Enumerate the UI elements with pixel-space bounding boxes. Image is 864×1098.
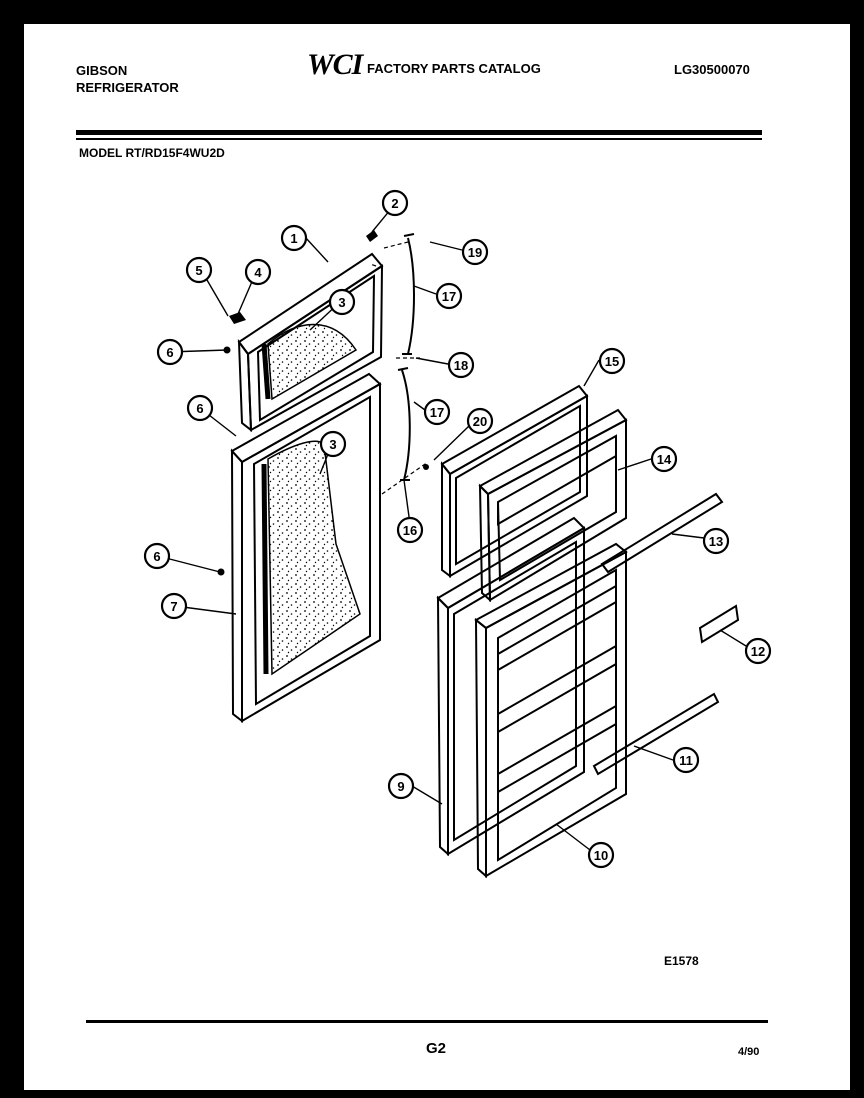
door-handles (397, 233, 415, 481)
brand-name: GIBSON (76, 63, 128, 78)
callout-2: 2 (381, 189, 409, 217)
callout-9: 9 (387, 772, 415, 800)
svg-text:17: 17 (442, 289, 456, 304)
callout-17-top: 17 (435, 282, 463, 310)
freezer-door-gasket-edge (261, 343, 271, 400)
svg-text:19: 19 (468, 245, 482, 260)
product-type: REFRIGERATOR (76, 80, 179, 95)
callout-16: 16 (396, 516, 424, 544)
fresh-food-gasket-and-liner (436, 516, 628, 879)
svg-text:20: 20 (473, 414, 487, 429)
screw-part-6b (217, 568, 225, 576)
header-rule-thick (76, 130, 762, 135)
callout-10: 10 (587, 841, 615, 869)
leader-dashes (369, 241, 429, 495)
freezer-door-insulation (267, 323, 358, 401)
catalog-sheet: GIBSON REFRIGERATOR WCI FACTORY PARTS CA… (24, 24, 850, 1090)
freezer-door-panel (237, 252, 384, 433)
callout-15: 15 (598, 347, 626, 375)
svg-text:16: 16 (403, 523, 417, 538)
fresh-food-gasket-edge (261, 463, 269, 675)
svg-text:6: 6 (196, 401, 203, 416)
svg-text:2: 2 (391, 196, 398, 211)
screw-part-20 (423, 464, 429, 470)
header-rule-thin (76, 138, 762, 140)
svg-text:3: 3 (338, 295, 345, 310)
callout-12: 12 (744, 637, 772, 665)
svg-text:14: 14 (657, 452, 672, 467)
svg-text:3: 3 (329, 437, 336, 452)
hinge-part-4 (229, 312, 246, 324)
svg-text:9: 9 (397, 779, 404, 794)
door-shelf-rails (592, 492, 740, 776)
svg-text:7: 7 (170, 599, 177, 614)
callout-6-bottom: 6 (143, 542, 171, 570)
fresh-food-door-panel (230, 372, 382, 724)
freezer-gasket-and-liner (440, 384, 628, 603)
callout-11: 11 (672, 746, 700, 774)
svg-text:13: 13 (709, 534, 723, 549)
callout-1: 1 (280, 224, 308, 252)
svg-text:4: 4 (254, 265, 262, 280)
svg-text:6: 6 (166, 345, 173, 360)
fresh-food-insulation (267, 440, 361, 676)
callout-6-middle: 6 (186, 394, 214, 422)
callout-14: 14 (650, 445, 678, 473)
svg-text:11: 11 (679, 753, 693, 768)
svg-text:5: 5 (195, 263, 202, 278)
model-number: MODEL RT/RD15F4WU2D (79, 146, 225, 160)
callout-13: 13 (702, 527, 730, 555)
callout-20: 20 (466, 407, 494, 435)
exploded-parts-diagram: 1 2 3 3 4 5 6 6 6 7 9 10 11 12 13 14 15 … (143, 189, 772, 879)
callout-18: 18 (447, 351, 475, 379)
screw-part-2 (366, 230, 378, 242)
callout-17-bottom: 17 (423, 398, 451, 426)
svg-text:18: 18 (454, 358, 468, 373)
svg-text:10: 10 (594, 848, 608, 863)
brand-block: GIBSON REFRIGERATOR (76, 62, 179, 96)
catalog-part-number: LG30500070 (674, 62, 750, 77)
page-number: G2 (426, 1040, 447, 1057)
callout-4: 4 (244, 258, 272, 286)
wci-logo: WCI (307, 48, 363, 81)
svg-text:6: 6 (153, 549, 160, 564)
catalog-title: FACTORY PARTS CATALOG (367, 61, 541, 76)
callout-5: 5 (185, 256, 213, 284)
callout-3-freezer: 3 (328, 288, 356, 316)
callout-7: 7 (160, 592, 188, 620)
callout-19: 19 (461, 238, 489, 266)
callout-6-top: 6 (156, 338, 184, 366)
diagram-code: E1578 (664, 954, 699, 968)
issue-date: 4/90 (738, 1046, 760, 1058)
svg-text:1: 1 (290, 231, 297, 246)
callout-3-fresh-food: 3 (319, 430, 347, 458)
footer-rule (86, 1020, 768, 1023)
svg-text:15: 15 (605, 354, 619, 369)
svg-text:17: 17 (430, 405, 444, 420)
svg-text:12: 12 (751, 644, 765, 659)
